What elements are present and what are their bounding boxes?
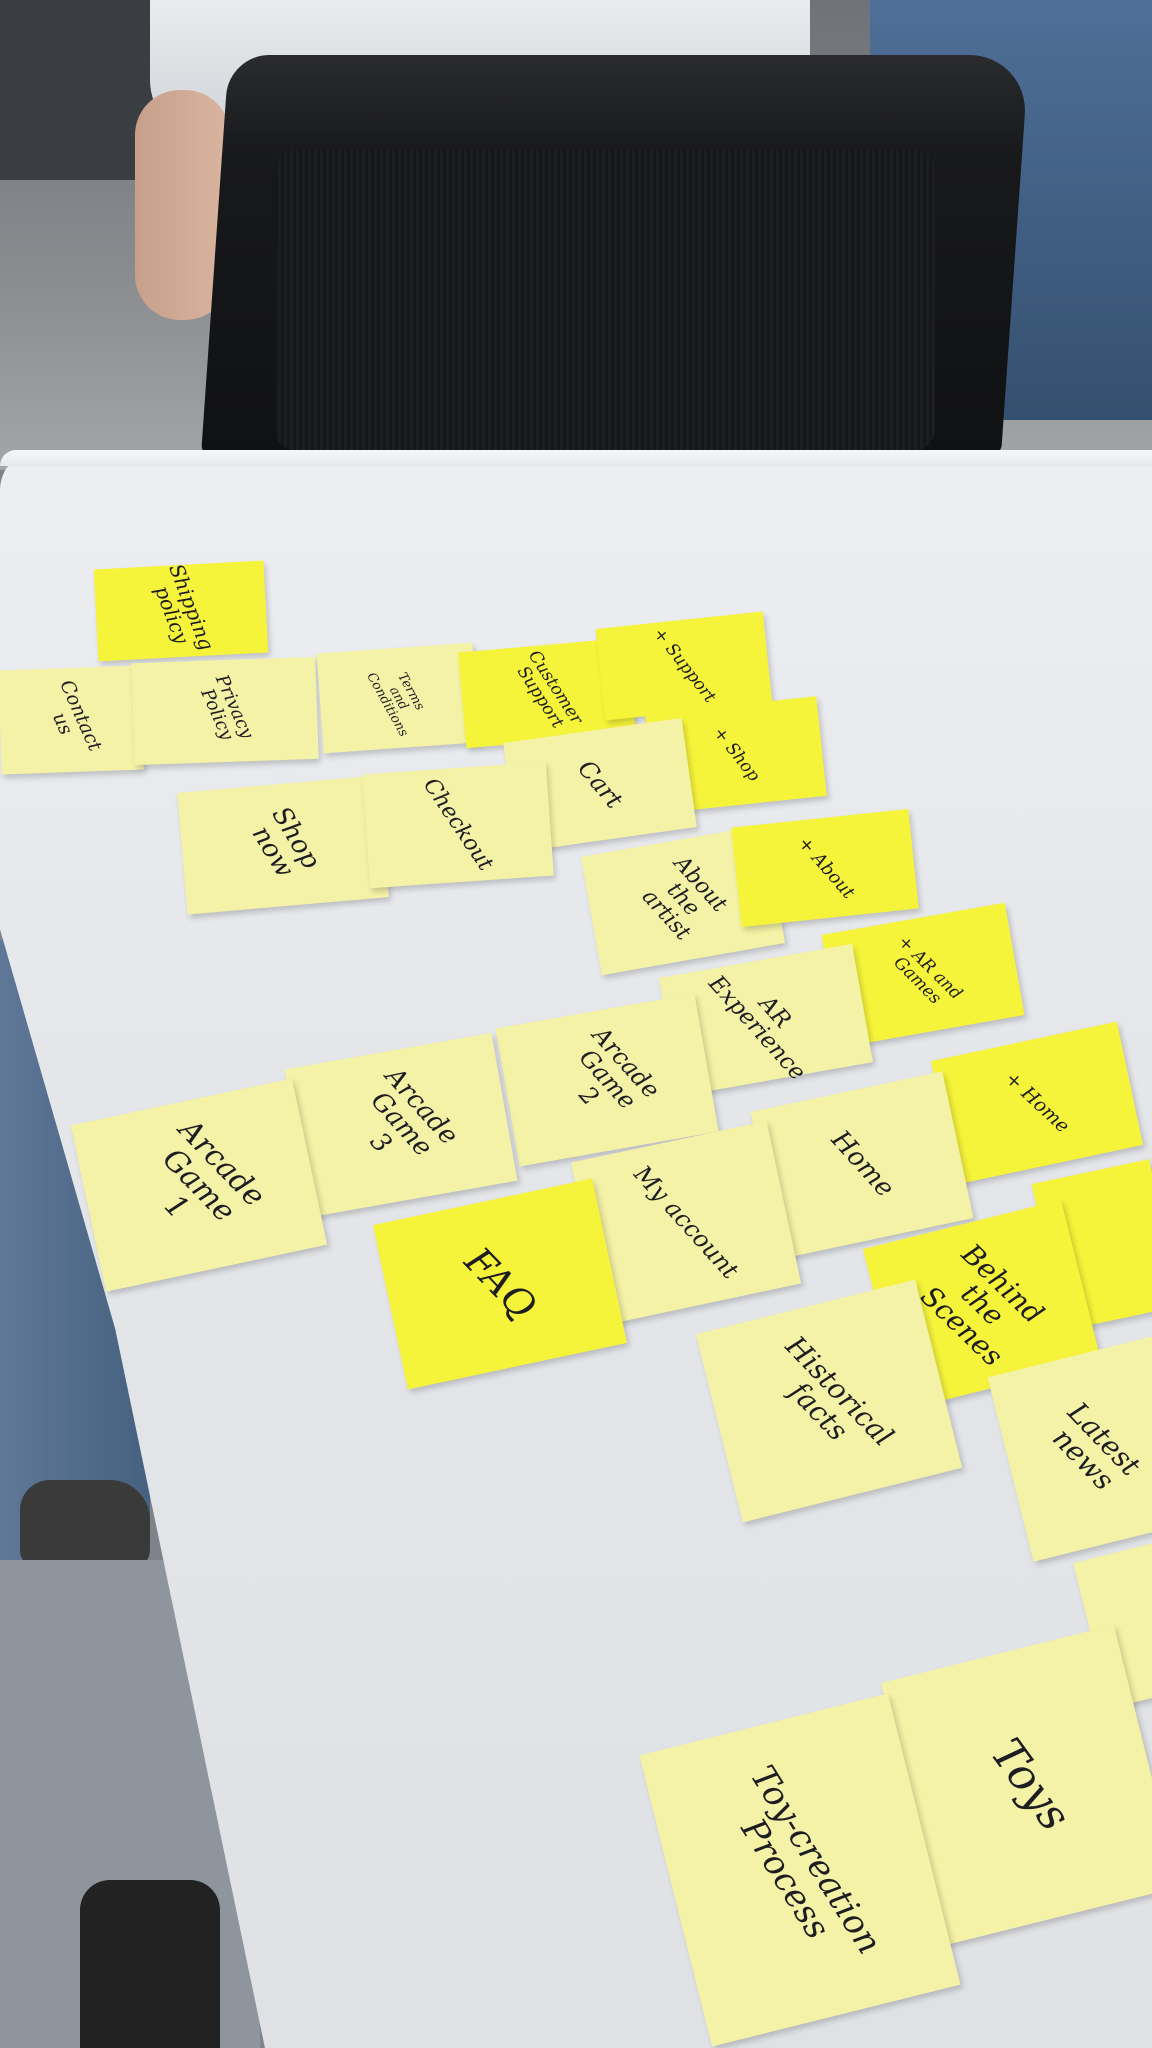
note-about-section: + About bbox=[731, 808, 919, 928]
note-text: Shipping policy bbox=[149, 560, 219, 654]
note-text: + AR and Games bbox=[889, 931, 967, 1009]
chair-mesh bbox=[275, 150, 935, 450]
note-privacy-policy: Privacy Policy bbox=[131, 656, 319, 766]
note-text: Arcade Game 3 bbox=[364, 1061, 465, 1163]
note-text: Arcade Game 1 bbox=[156, 1112, 272, 1229]
note-shipping-policy: Shipping policy bbox=[93, 560, 269, 662]
note-text: Contact us bbox=[48, 676, 107, 755]
note-text: AR Experience bbox=[703, 970, 811, 1086]
note-text: Toys bbox=[980, 1729, 1081, 1841]
note-text: Home bbox=[825, 1125, 900, 1204]
person-shoe bbox=[20, 1480, 150, 1570]
note-text: Latest news bbox=[1045, 1395, 1147, 1497]
note-text: Checkout bbox=[418, 774, 499, 876]
note-text: + About bbox=[793, 832, 859, 903]
note-text: Behind the Scenes bbox=[914, 1237, 1051, 1373]
note-text: Historical facts bbox=[779, 1329, 901, 1453]
note-text: About the artist bbox=[636, 851, 732, 946]
note-text: Cart bbox=[572, 755, 629, 815]
note-checkout: Checkout bbox=[362, 761, 554, 889]
dark-table-leg bbox=[80, 1880, 220, 2048]
note-text: Customer Support bbox=[512, 646, 587, 732]
note-text: + Support bbox=[649, 624, 721, 707]
note-text: My account bbox=[628, 1160, 745, 1285]
note-text: + Shop bbox=[709, 723, 765, 786]
note-text: Terms and Conditions bbox=[362, 669, 427, 740]
note-shop-now: Shop now bbox=[177, 775, 389, 915]
note-contact-us: Contact us bbox=[0, 665, 144, 775]
note-text: + Home bbox=[1001, 1067, 1075, 1138]
note-text: Toy-creation Process bbox=[733, 1758, 890, 1962]
note-terms-conditions: Terms and Conditions bbox=[316, 642, 480, 754]
table-edge bbox=[0, 450, 1152, 466]
note-text: Shop now bbox=[244, 801, 326, 883]
note-text: Privacy Policy bbox=[196, 671, 258, 744]
note-text: FAQ bbox=[456, 1238, 545, 1328]
note-text: Arcade Game 2 bbox=[573, 1021, 666, 1116]
